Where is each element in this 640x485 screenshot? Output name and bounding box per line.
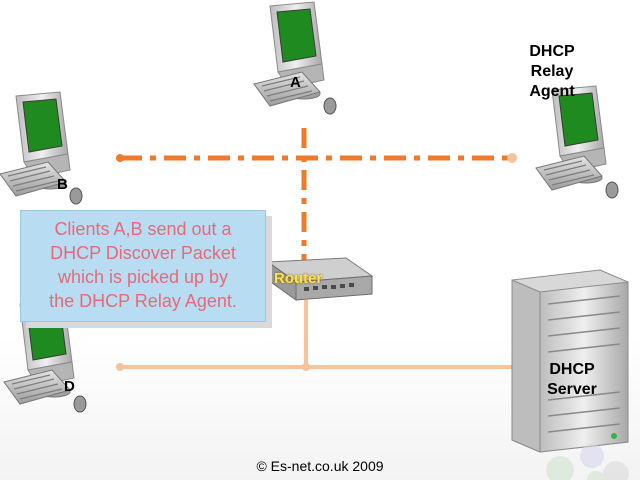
relay-label-line: Relay xyxy=(530,63,574,80)
relay-label-line: DHCP xyxy=(529,43,575,60)
callout-line: Clients A,B send out a xyxy=(54,219,232,239)
server-label-line: Server xyxy=(547,381,597,398)
client-a-label: A xyxy=(290,74,301,91)
server-label: DHCP Server xyxy=(536,360,608,400)
router-icon xyxy=(266,257,374,301)
relay-agent-label: DHCP Relay Agent xyxy=(512,42,592,102)
dashed-link-top xyxy=(116,128,517,270)
copyright-notice: © Es-net.co.uk 2009 xyxy=(256,458,384,474)
router-label: Router xyxy=(274,270,323,287)
computer-icon xyxy=(253,1,337,115)
client-d-label: D xyxy=(64,378,75,395)
decorative-bubbles xyxy=(546,444,629,485)
server-icon xyxy=(511,269,629,453)
explanation-callout: Clients A,B send out a DHCP Discover Pac… xyxy=(20,210,266,322)
server-label-line: DHCP xyxy=(549,361,595,378)
callout-line: which is picked up by xyxy=(57,267,229,287)
computer-icon xyxy=(0,91,83,205)
relay-label-line: Agent xyxy=(529,83,575,100)
callout-line: the DHCP Relay Agent. xyxy=(49,291,237,311)
computer-icon xyxy=(535,85,619,199)
callout-line: DHCP Discover Packet xyxy=(50,243,236,263)
client-b-label: B xyxy=(57,176,68,193)
